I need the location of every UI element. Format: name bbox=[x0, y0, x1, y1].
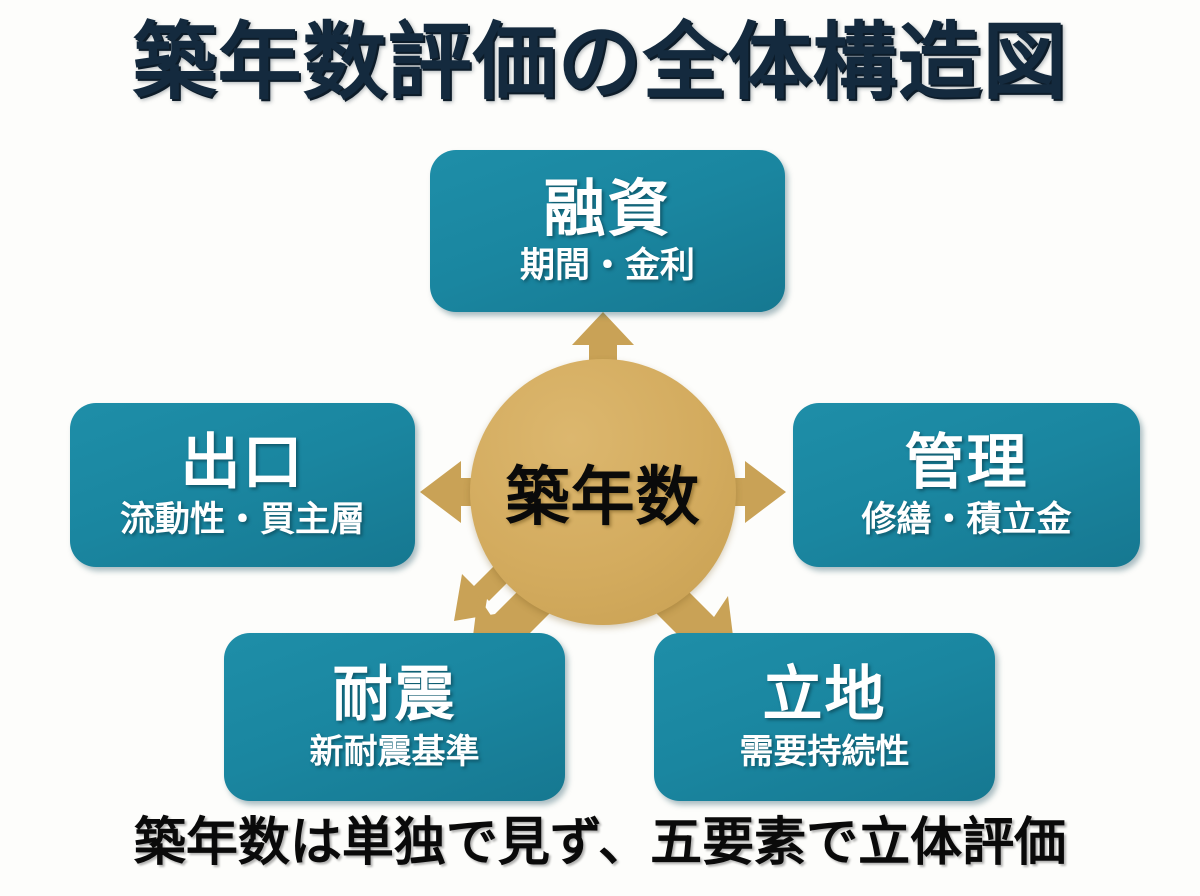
arrow-up-icon bbox=[572, 312, 634, 400]
node-title-loan: 融資 bbox=[543, 172, 672, 245]
arrow-left-icon bbox=[420, 461, 516, 523]
node-subtitle-management: 修繕・積立金 bbox=[861, 500, 1072, 540]
summary-caption: 築年数は単独で見ず、五要素で立体評価 bbox=[133, 813, 1067, 873]
node-box-management[interactable]: 管理 修繕・積立金 bbox=[793, 403, 1140, 567]
node-title-management: 管理 bbox=[904, 428, 1029, 498]
page-title: 築年数評価の全体構造図 bbox=[132, 13, 1068, 111]
node-box-loan[interactable]: 融資 期間・金利 bbox=[430, 150, 785, 312]
node-box-seismic[interactable]: 耐震 新耐震基準 bbox=[224, 633, 565, 801]
center-hub: 築年数 bbox=[470, 359, 736, 625]
node-box-location[interactable]: 立地 需要持続性 bbox=[654, 633, 995, 801]
node-subtitle-exit: 流動性・買主層 bbox=[119, 500, 365, 540]
node-title-exit: 出口 bbox=[180, 428, 305, 498]
node-title-seismic: 耐震 bbox=[332, 660, 457, 730]
node-subtitle-location: 需要持続性 bbox=[739, 732, 910, 772]
arrow-right-icon bbox=[690, 461, 786, 523]
node-title-location: 立地 bbox=[762, 660, 887, 730]
center-hub-label: 築年数 bbox=[505, 461, 701, 535]
node-subtitle-seismic: 新耐震基準 bbox=[309, 732, 480, 772]
node-box-exit[interactable]: 出口 流動性・買主層 bbox=[70, 403, 415, 567]
node-subtitle-loan: 期間・金利 bbox=[519, 246, 695, 286]
